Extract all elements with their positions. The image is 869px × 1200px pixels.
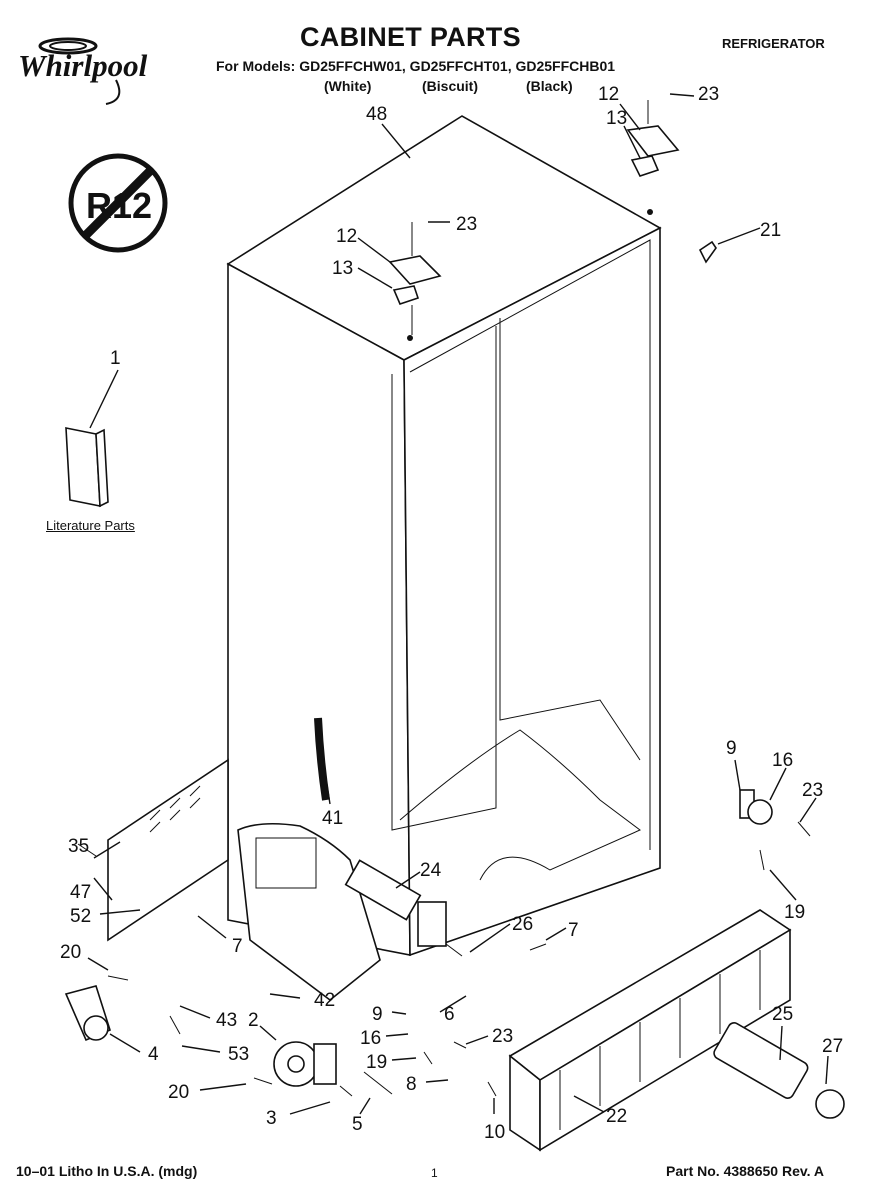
page-number: 1 bbox=[431, 1166, 438, 1180]
callout-42: 42 bbox=[314, 990, 335, 1011]
callout-16: 16 bbox=[772, 750, 793, 771]
page-title: CABINET PARTS bbox=[300, 22, 521, 52]
no-r12-badge: R12 bbox=[68, 153, 168, 253]
callout-53: 53 bbox=[228, 1044, 249, 1065]
front-roller bbox=[64, 985, 111, 1042]
callout-4: 4 bbox=[148, 1044, 159, 1065]
callout-47: 47 bbox=[70, 882, 91, 903]
callout-6: 6 bbox=[444, 1004, 455, 1025]
brand-name: Whirlpool bbox=[18, 48, 148, 83]
callout-9: 9 bbox=[726, 738, 737, 759]
rear-roller bbox=[739, 789, 773, 825]
refrigerator-cabinet bbox=[226, 115, 662, 957]
callout-7-right: 7 bbox=[568, 920, 579, 941]
callout-3: 3 bbox=[266, 1108, 277, 1129]
callout-23-lower2: 23 bbox=[492, 1026, 513, 1047]
whirlpool-logo: Whirlpool bbox=[16, 30, 176, 110]
cabinet-clip bbox=[698, 240, 717, 264]
callout-23-rear: 23 bbox=[802, 780, 823, 801]
callout-2: 2 bbox=[248, 1010, 259, 1031]
callout-20: 20 bbox=[60, 942, 81, 963]
callout-9-lower: 9 bbox=[372, 1004, 383, 1025]
upper-hinge-left bbox=[388, 222, 442, 341]
badge-text: R12 bbox=[86, 185, 152, 226]
product-type: REFRIGERATOR bbox=[722, 36, 825, 51]
callout-19: 19 bbox=[784, 902, 805, 923]
variant-white: (White) bbox=[324, 78, 372, 94]
leveling-screw-2 bbox=[273, 1041, 337, 1087]
callout-5: 5 bbox=[352, 1114, 363, 1135]
callout-23-lower: 23 bbox=[456, 214, 477, 235]
callout-27: 27 bbox=[822, 1036, 843, 1057]
callout-52: 52 bbox=[70, 906, 91, 927]
callout-24: 24 bbox=[420, 860, 442, 881]
callout-16-lower: 16 bbox=[360, 1028, 381, 1049]
callout-41: 41 bbox=[322, 808, 343, 829]
access-cover bbox=[107, 758, 229, 942]
callout-12-lower: 12 bbox=[336, 226, 357, 247]
callout-26: 26 bbox=[512, 914, 533, 935]
leader-lines bbox=[87, 93, 829, 1115]
part-number: Part No. 4388650 Rev. A bbox=[666, 1163, 824, 1179]
callout-21: 21 bbox=[760, 220, 781, 241]
callout-7: 7 bbox=[232, 936, 243, 957]
footer-print-info: 10–01 Litho In U.S.A. (mdg) bbox=[16, 1163, 198, 1179]
water-filter bbox=[713, 1022, 809, 1099]
callout-43: 43 bbox=[216, 1010, 237, 1031]
models-line: For Models: GD25FFCHW01, GD25FFCHT01, GD… bbox=[216, 58, 616, 74]
callout-13-lower: 13 bbox=[332, 258, 353, 279]
compressor-assembly bbox=[237, 822, 381, 1002]
callout-1: 1 bbox=[110, 348, 121, 369]
callout-19-lower: 19 bbox=[366, 1052, 387, 1073]
callout-8: 8 bbox=[406, 1074, 417, 1095]
callout-48: 48 bbox=[366, 104, 387, 125]
callout-22: 22 bbox=[606, 1106, 627, 1127]
callout-25: 25 bbox=[772, 1004, 793, 1025]
callout-20-lower: 20 bbox=[168, 1082, 189, 1103]
condenser-fan-motor bbox=[344, 859, 447, 947]
literature-parts-caption: Literature Parts bbox=[46, 518, 135, 533]
callout-13: 13 bbox=[606, 108, 627, 129]
variant-biscuit: (Biscuit) bbox=[422, 78, 478, 94]
callout-12: 12 bbox=[598, 84, 619, 105]
variant-black: (Black) bbox=[526, 78, 573, 94]
callout-35: 35 bbox=[68, 836, 89, 857]
literature-booklet bbox=[65, 369, 119, 508]
callout-10: 10 bbox=[484, 1122, 505, 1143]
callout-23: 23 bbox=[698, 84, 719, 105]
filter-cap bbox=[815, 1089, 845, 1119]
base-grille bbox=[508, 909, 792, 1152]
upper-hinge-right bbox=[626, 100, 680, 215]
callout-labels: 48 12 23 13 21 12 23 13 1 41 9 16 23 35 … bbox=[60, 84, 843, 1143]
drain-tube bbox=[314, 717, 330, 801]
screws bbox=[77, 821, 811, 1097]
